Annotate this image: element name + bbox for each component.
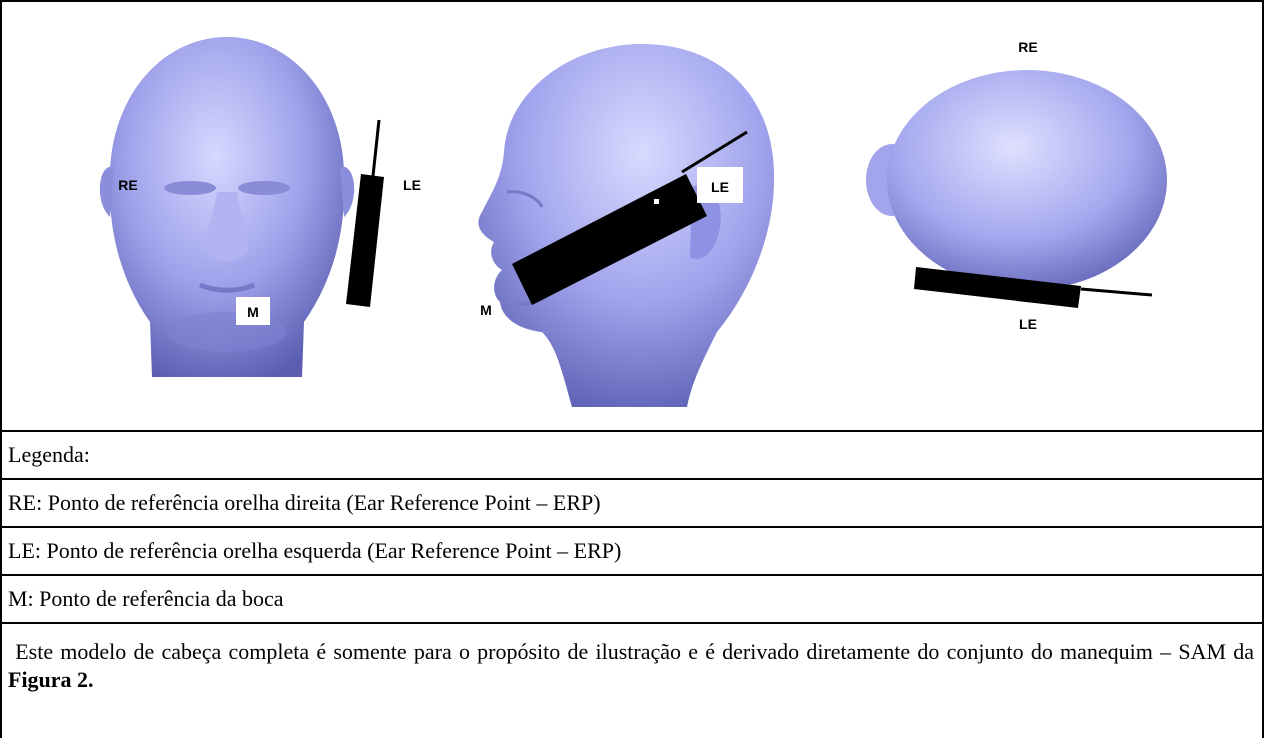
top-le-label: LE [1019, 316, 1037, 332]
side-view-phone [512, 130, 748, 305]
side-m-label: M [480, 302, 492, 318]
front-le-label: LE [403, 177, 421, 193]
legend-heading-row: Legenda: [2, 432, 1262, 480]
legend-le-text: LE: Ponto de referência orelha esquerda … [8, 538, 622, 563]
note-figure-ref: Figura 2. [8, 667, 94, 692]
front-m-label: M [247, 304, 259, 320]
head-illustration: M RE LE LE M [99, 37, 1167, 408]
front-view-head [99, 37, 355, 377]
legend-m-text: M: Ponto de referência da boca [8, 586, 284, 611]
note-row: Este modelo de cabeça completa é somente… [2, 624, 1262, 740]
top-view-phone [914, 267, 1153, 308]
front-re-label: RE [118, 177, 137, 193]
note-text: Este modelo de cabeça completa é somente… [8, 639, 1260, 664]
figure-cell: M RE LE LE M [2, 2, 1262, 432]
legend-heading: Legenda: [8, 442, 90, 467]
legend-m-row: M: Ponto de referência da boca [2, 576, 1262, 624]
top-re-label: RE [1018, 39, 1037, 55]
legend-le-row: LE: Ponto de referência orelha esquerda … [2, 528, 1262, 576]
front-view-phone [346, 119, 384, 307]
legend-re-row: RE: Ponto de referência orelha direita (… [2, 480, 1262, 528]
legend-re-text: RE: Ponto de referência orelha direita (… [8, 490, 601, 515]
top-view-head [866, 70, 1167, 290]
note-paragraph: Este modelo de cabeça completa é somente… [8, 638, 1254, 694]
side-le-label: LE [711, 179, 729, 195]
